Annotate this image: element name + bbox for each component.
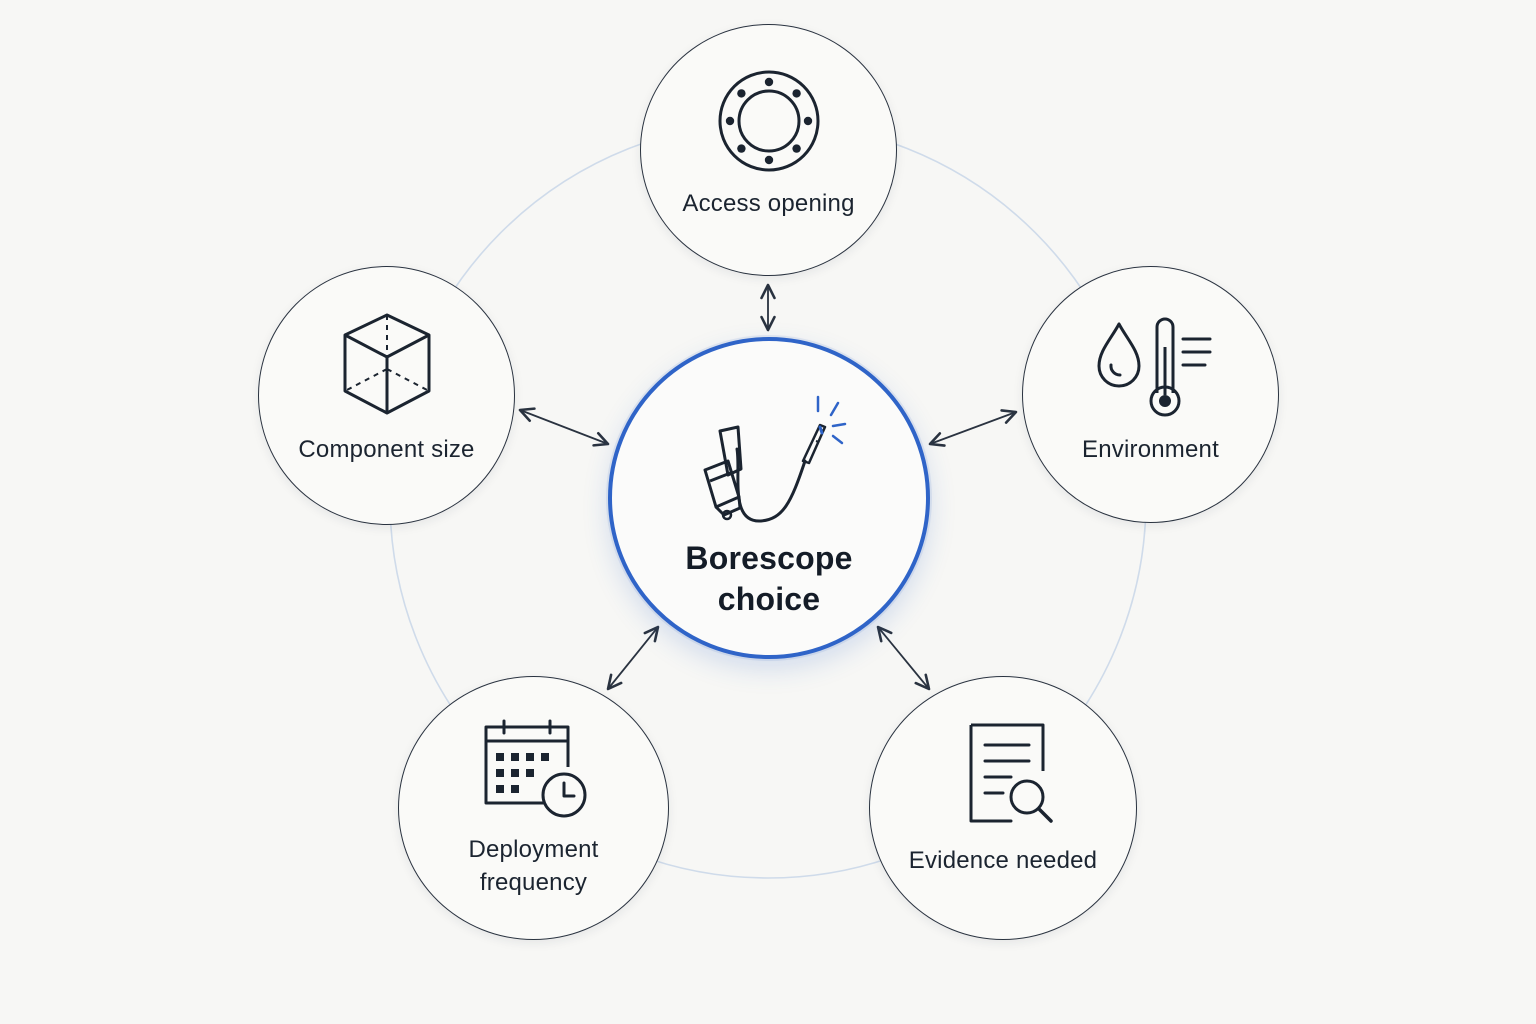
node-component-size: Component size — [258, 266, 515, 525]
node-label-environment: Environment — [1082, 436, 1219, 463]
node-label-borescope-choice: Borescope choice — [685, 540, 853, 617]
droplet-thermometer-icon — [1097, 317, 1211, 417]
node-deployment-frequency: Deployment frequency — [398, 676, 669, 940]
arrow-component-size — [518, 407, 610, 447]
document-search-icon — [969, 723, 1053, 823]
node-label-deployment-frequency: Deployment frequency — [468, 836, 599, 896]
cube-icon — [343, 313, 430, 415]
arrow-evidence-needed — [876, 625, 931, 691]
node-label-evidence-needed: Evidence needed — [908, 847, 1098, 874]
calendar-clock-icon — [484, 719, 586, 818]
node-borescope-choice: Borescope choice — [608, 337, 930, 659]
node-label-component-size: Component size — [298, 436, 475, 463]
arrow-deployment-frequency — [606, 625, 660, 691]
node-access-opening: Access opening — [640, 24, 897, 276]
node-label-access-opening: Access opening — [682, 190, 855, 217]
node-environment: Environment — [1022, 266, 1279, 523]
borescope-icon — [703, 395, 847, 523]
porthole-icon — [718, 70, 819, 172]
node-evidence-needed: Evidence needed — [869, 676, 1137, 940]
arrow-environment — [928, 409, 1018, 447]
